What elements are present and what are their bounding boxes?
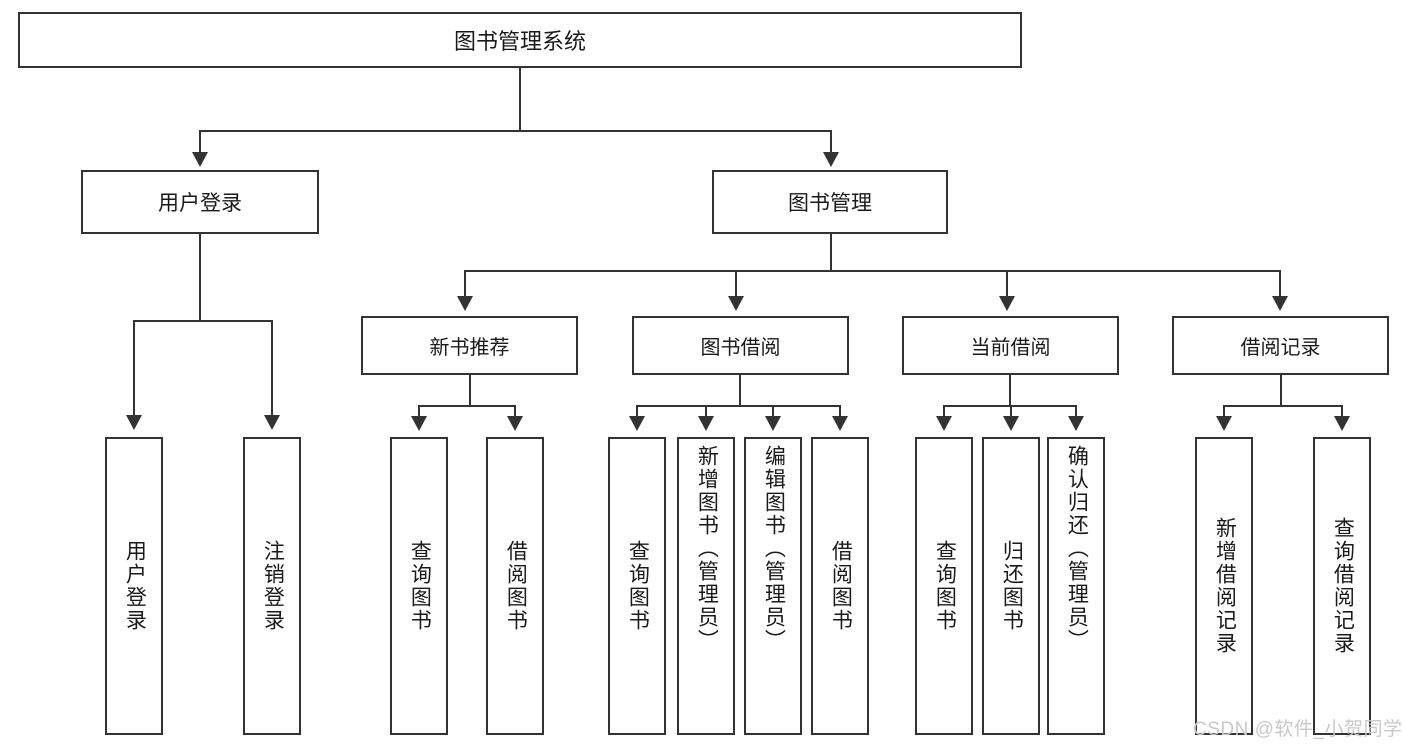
leaf-user-login[interactable]: 用户登录 [105, 437, 163, 735]
connector-root-stem [519, 68, 521, 130]
connector-cb-stem [1009, 375, 1011, 405]
connector-br-bus [1223, 405, 1343, 407]
leaf-edit-book-admin-label: 编辑图书（管理员） [762, 445, 786, 652]
leaf-query-book-2-label: 查询图书 [626, 540, 650, 632]
leaf-query-book-1[interactable]: 查询图书 [390, 437, 448, 735]
connector-cb-drop-2 [1010, 405, 1012, 416]
leaf-add-book-admin[interactable]: 新增图书（管理员） [677, 437, 735, 735]
connector-bb-bus [636, 405, 841, 407]
node-borrow-record[interactable]: 借阅记录 [1172, 316, 1389, 375]
connector-nbr-bus [418, 405, 516, 407]
connector-user-login-drop-2 [271, 320, 273, 415]
connector-bb-drop-2 [705, 405, 707, 416]
connector-bb-stem [739, 375, 741, 405]
leaf-confirm-return-admin[interactable]: 确认归还（管理员） [1047, 437, 1105, 735]
node-borrow-record-label: 借阅记录 [1240, 337, 1321, 359]
node-book-borrow[interactable]: 图书借阅 [632, 316, 849, 375]
connector-br-drop-1 [1223, 405, 1225, 416]
connector-user-login-drop-1 [133, 320, 135, 415]
connector-br-stem [1280, 375, 1282, 405]
csdn-watermark: CSDN @软件_小贺同学 [1193, 719, 1403, 740]
node-book-manage[interactable]: 图书管理 [712, 170, 948, 234]
connector-root-drop-right [830, 130, 832, 152]
leaf-query-book-3[interactable]: 查询图书 [915, 437, 973, 735]
leaf-query-borrow-record-label: 查询借阅记录 [1331, 517, 1355, 655]
arrowhead-leaf-11 [1068, 416, 1084, 431]
leaf-query-book-1-label: 查询图书 [408, 540, 432, 632]
connector-cb-drop-1 [943, 405, 945, 416]
connector-user-login-stem [199, 234, 201, 320]
leaf-add-book-admin-label: 新增图书（管理员） [695, 445, 719, 652]
arrowhead-leaf-10 [1003, 416, 1019, 431]
arrowhead-to-book-manage [823, 152, 839, 167]
leaf-borrow-book-2-label: 借阅图书 [829, 540, 853, 632]
leaf-query-book-3-label: 查询图书 [933, 540, 957, 632]
connector-bb-drop-3 [772, 405, 774, 416]
leaf-add-borrow-record-label: 新增借阅记录 [1213, 517, 1237, 655]
leaf-query-book-2[interactable]: 查询图书 [608, 437, 666, 735]
node-new-book-recommend-label: 新书推荐 [429, 337, 510, 359]
connector-root-drop-left [199, 130, 201, 152]
node-current-borrow-label: 当前借阅 [970, 337, 1051, 359]
connector-root-bus [199, 130, 831, 132]
connector-nbr-drop-1 [418, 405, 420, 416]
arrowhead-leaf-8 [832, 416, 848, 431]
leaf-edit-book-admin[interactable]: 编辑图书（管理员） [744, 437, 802, 735]
connector-bm-drop-4 [1279, 270, 1281, 296]
leaf-borrow-book-1-label: 借阅图书 [504, 540, 528, 632]
leaf-add-borrow-record[interactable]: 新增借阅记录 [1195, 437, 1253, 735]
arrowhead-leaf-3 [411, 416, 427, 431]
arrowhead-to-user-login [192, 152, 208, 167]
node-user-login-label: 用户登录 [158, 192, 242, 215]
connector-bm-drop-1 [464, 270, 466, 296]
arrowhead-to-book-borrow [728, 296, 744, 311]
arrowhead-leaf-5 [629, 416, 645, 431]
node-book-borrow-label: 图书借阅 [700, 337, 781, 359]
node-book-manage-label: 图书管理 [788, 192, 872, 215]
connector-nbr-drop-2 [514, 405, 516, 416]
node-user-login[interactable]: 用户登录 [81, 170, 319, 234]
connector-book-manage-bus [464, 270, 1281, 272]
arrowhead-leaf-6 [698, 416, 714, 431]
connector-bm-drop-2 [735, 270, 737, 296]
arrowhead-leaf-1 [126, 415, 142, 430]
leaf-borrow-book-1[interactable]: 借阅图书 [486, 437, 544, 735]
leaf-return-book[interactable]: 归还图书 [982, 437, 1040, 735]
arrowhead-to-borrow-record [1272, 296, 1288, 311]
arrowhead-leaf-13 [1334, 416, 1350, 431]
node-current-borrow[interactable]: 当前借阅 [902, 316, 1119, 375]
connector-user-login-bus [133, 320, 272, 322]
arrowhead-leaf-4 [507, 416, 523, 431]
leaf-confirm-return-admin-label: 确认归还（管理员） [1065, 445, 1089, 652]
connector-cb-drop-3 [1075, 405, 1077, 416]
arrowhead-to-current-borrow [999, 296, 1015, 311]
leaf-query-borrow-record[interactable]: 查询借阅记录 [1313, 437, 1371, 735]
leaf-user-login-label: 用户登录 [123, 540, 147, 632]
connector-bb-drop-4 [839, 405, 841, 416]
connector-nbr-stem [469, 375, 471, 405]
arrowhead-leaf-7 [765, 416, 781, 431]
arrowhead-leaf-12 [1216, 416, 1232, 431]
leaf-return-book-label: 归还图书 [1000, 540, 1024, 632]
arrowhead-to-new-book-rec [457, 296, 473, 311]
node-root[interactable]: 图书管理系统 [18, 12, 1022, 68]
leaf-logout-label: 注销登录 [261, 540, 285, 632]
arrowhead-leaf-2 [264, 415, 280, 430]
connector-br-drop-2 [1341, 405, 1343, 416]
leaf-logout[interactable]: 注销登录 [243, 437, 301, 735]
connector-bm-drop-3 [1006, 270, 1008, 296]
node-new-book-recommend[interactable]: 新书推荐 [361, 316, 578, 375]
connector-bb-drop-1 [636, 405, 638, 416]
node-root-label: 图书管理系统 [453, 29, 586, 54]
connector-book-manage-stem [830, 234, 832, 270]
arrowhead-leaf-9 [936, 416, 952, 431]
leaf-borrow-book-2[interactable]: 借阅图书 [811, 437, 869, 735]
